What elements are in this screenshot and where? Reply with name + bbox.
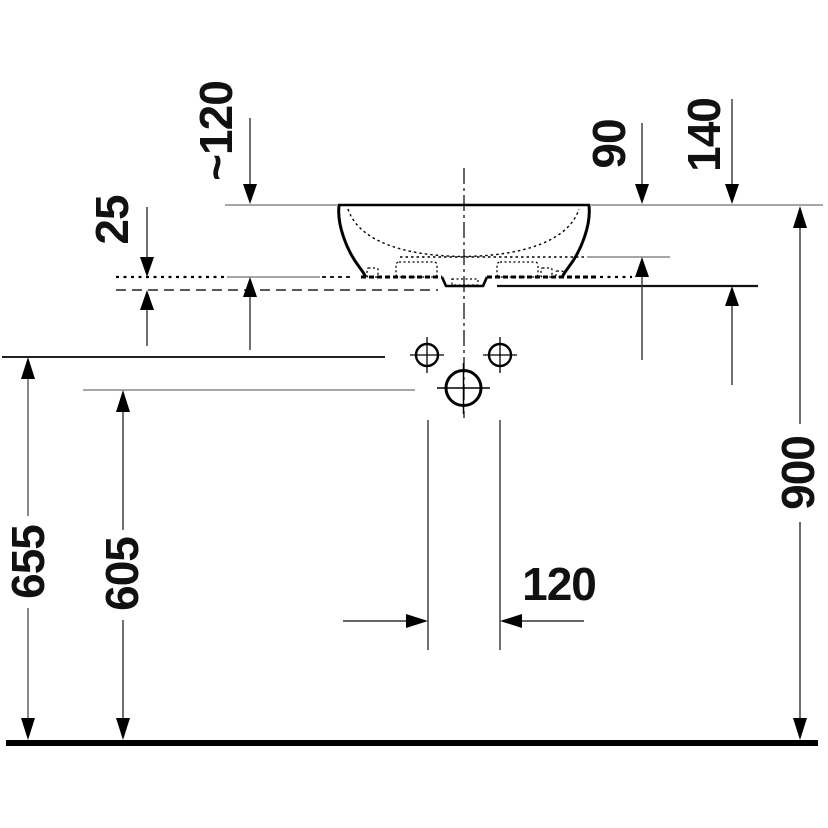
dim-label-large-hole-height: 605 (96, 537, 148, 611)
dimension-large-hole-height (116, 390, 130, 740)
washbasin-outline (337, 203, 597, 288)
dimension-height-above-counter (243, 118, 257, 350)
basin-mounting-pads-hidden (366, 261, 564, 278)
hole-pattern (410, 337, 517, 414)
drain-fitting-hidden-detail (451, 278, 479, 286)
dimension-rim-height-above-floor (793, 206, 807, 740)
dimension-counter-thickness (140, 207, 154, 346)
dim-label-counter-thickness: 25 (86, 195, 138, 245)
dim-label-small-holes-height: 655 (2, 525, 54, 599)
dim-label-rim-to-inner-bottom: 90 (583, 119, 635, 169)
basin-left-wall (337, 205, 367, 278)
dimension-hole-spacing (343, 420, 584, 650)
mounting-pad-left (395, 261, 438, 278)
basin-right-wall (561, 205, 591, 278)
basin-inner-bowl-hidden-line (347, 208, 580, 258)
dim-label-rim-to-drain-bottom: 140 (678, 98, 730, 172)
dim-label-height-above-counter: ~120 (190, 81, 242, 181)
mounting-pad-right (496, 261, 539, 278)
dimension-rim-to-inner-bottom (635, 123, 649, 360)
dimension-rim-to-drain-bottom (725, 99, 739, 385)
dim-label-rim-height-above-floor: 900 (772, 436, 824, 510)
dimension-small-holes-height (21, 357, 35, 740)
drain-fitting-outline (440, 276, 489, 288)
dim-label-hole-spacing: 120 (522, 558, 597, 610)
mounting-lug-small (555, 270, 564, 278)
